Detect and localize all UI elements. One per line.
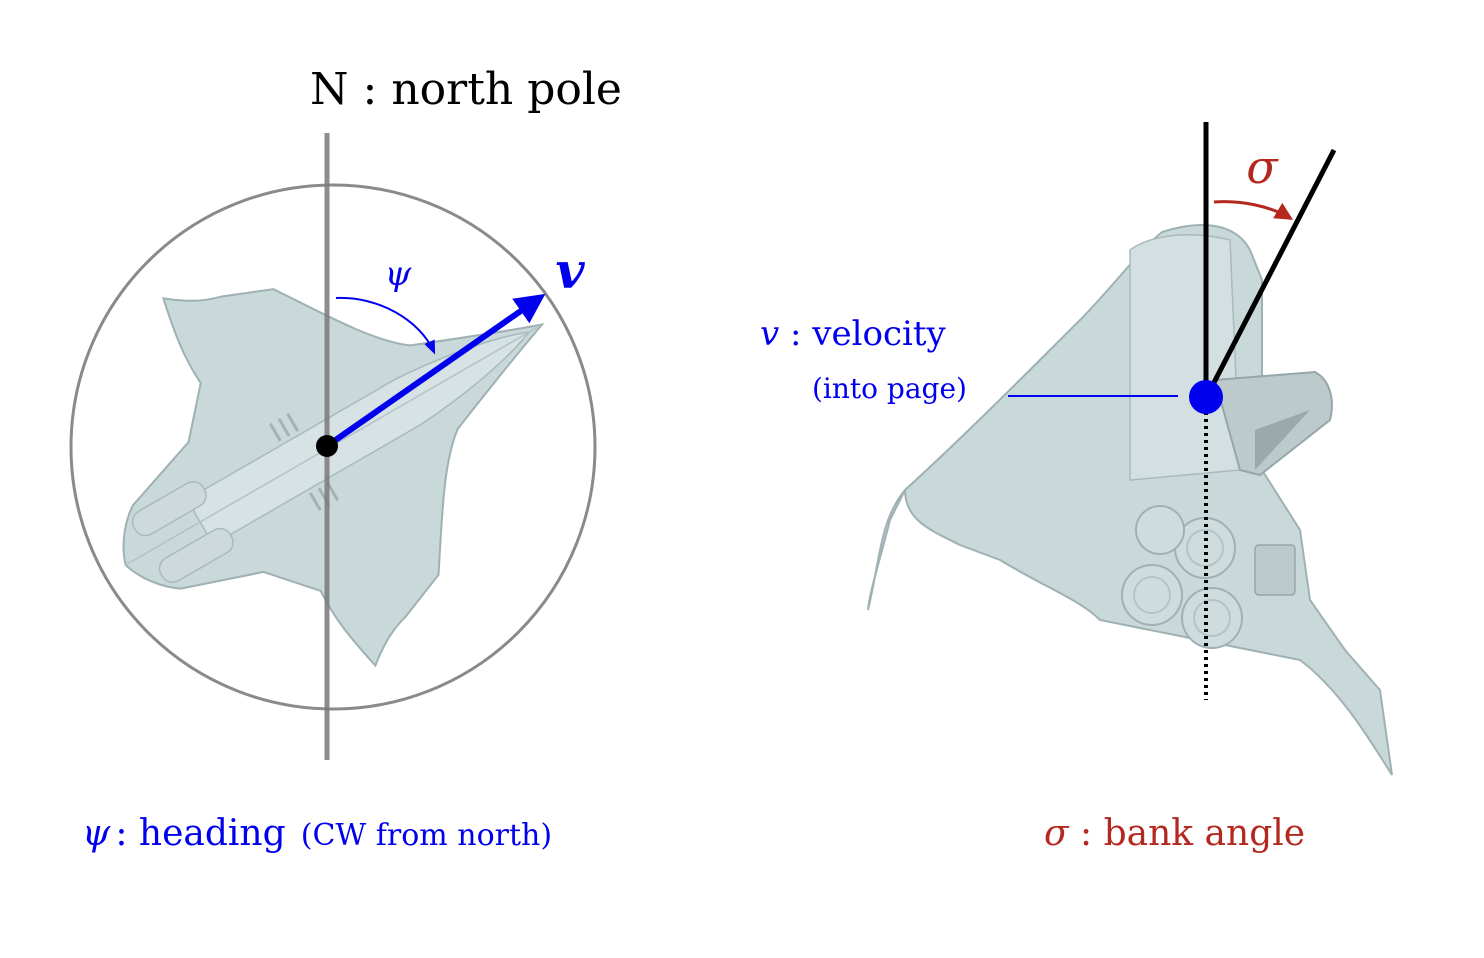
heading-caption: ψ : heading (CW from north) — [82, 813, 552, 854]
space-shuttle-rear-view-icon — [867, 224, 1393, 776]
velocity-label-text: : velocity — [790, 314, 947, 354]
north-pole-label: N : north pole — [310, 64, 622, 115]
heading-panel: N : north pole ψ v — [69, 64, 622, 854]
space-shuttle-top-view-icon — [122, 288, 545, 668]
heading-caption-main: : heading — [115, 813, 285, 854]
center-point — [316, 435, 338, 457]
velocity-note: (into page) — [812, 372, 967, 405]
velocity-label: v : velocity — [760, 314, 947, 354]
bank-caption-symbol: σ — [1044, 813, 1070, 854]
lift-axis-line — [1203, 148, 1337, 400]
velocity-label-symbol: v — [760, 314, 779, 354]
bank-caption: σ : bank angle — [1044, 813, 1305, 854]
heading-circle — [69, 183, 597, 711]
heading-angle-arc — [335, 296, 436, 355]
bank-panel: σ v : velocity (into page) σ : bank angl… — [760, 122, 1393, 854]
velocity-symbol: v — [555, 241, 585, 300]
velocity-into-page-dot — [1189, 380, 1223, 414]
bank-angle-arc — [1213, 200, 1294, 220]
psi-symbol: ψ — [385, 254, 412, 294]
sigma-symbol: σ — [1246, 140, 1279, 194]
heading-caption-symbol: ψ — [82, 813, 111, 854]
velocity-vector-arrow — [325, 293, 546, 449]
bank-caption-text: : bank angle — [1080, 813, 1305, 854]
heading-caption-note: (CW from north) — [301, 818, 552, 853]
